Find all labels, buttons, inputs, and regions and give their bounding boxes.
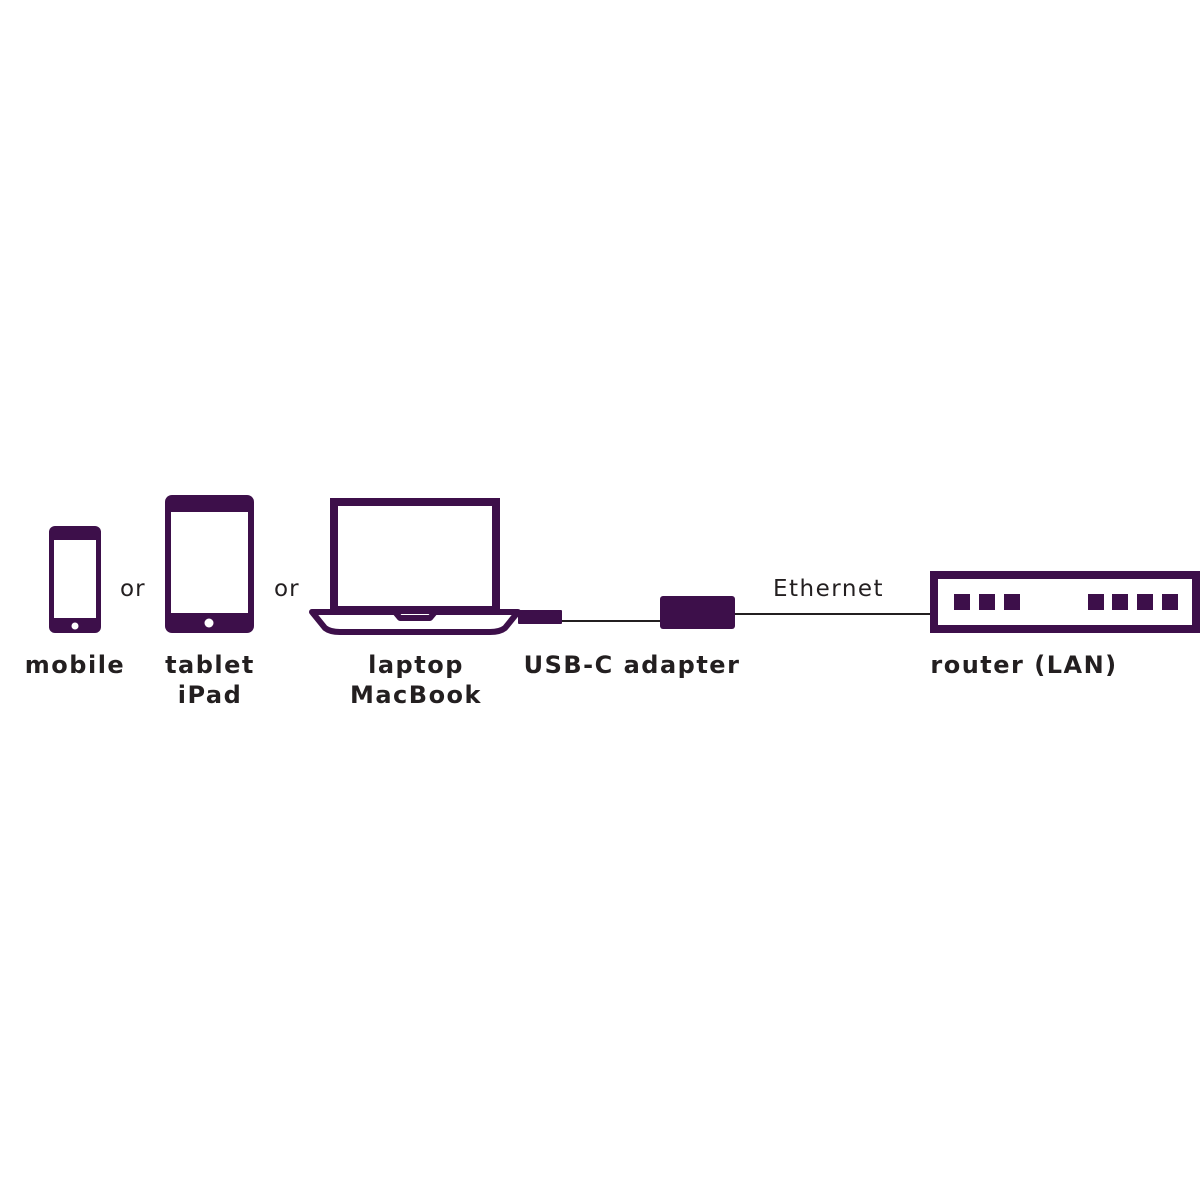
adapter-label: USB-C adapter [512, 650, 752, 680]
usb-c-adapter-icon [660, 596, 735, 629]
mobile-label: mobile [15, 650, 135, 680]
router-icon [930, 571, 1200, 633]
router-port [954, 594, 970, 610]
tablet-label: tablet iPad [150, 650, 270, 710]
router-port [1004, 594, 1020, 610]
adapter-label-text: USB-C adapter [523, 651, 741, 679]
laptop-label-line2: MacBook [349, 681, 483, 709]
laptop-icon [309, 498, 562, 635]
router-label-text: router (LAN) [930, 651, 1118, 679]
tablet-icon [165, 495, 254, 633]
ethernet-label: Ethernet [773, 576, 885, 602]
mobile-label-text: mobile [24, 651, 126, 679]
router-port [1088, 594, 1104, 610]
tablet-label-line1: tablet [165, 651, 255, 679]
tablet-label-line2: iPad [177, 681, 243, 709]
laptop-label: laptop MacBook [336, 650, 496, 710]
laptop-label-line1: laptop [368, 651, 464, 679]
smartphone-icon [49, 526, 101, 633]
router-port [1137, 594, 1153, 610]
router-port [1162, 594, 1178, 610]
or-separator-2: or [274, 576, 300, 602]
router-label: router (LAN) [920, 650, 1128, 680]
or-separator-1: or [120, 576, 146, 602]
router-port [1112, 594, 1128, 610]
router-port [979, 594, 995, 610]
